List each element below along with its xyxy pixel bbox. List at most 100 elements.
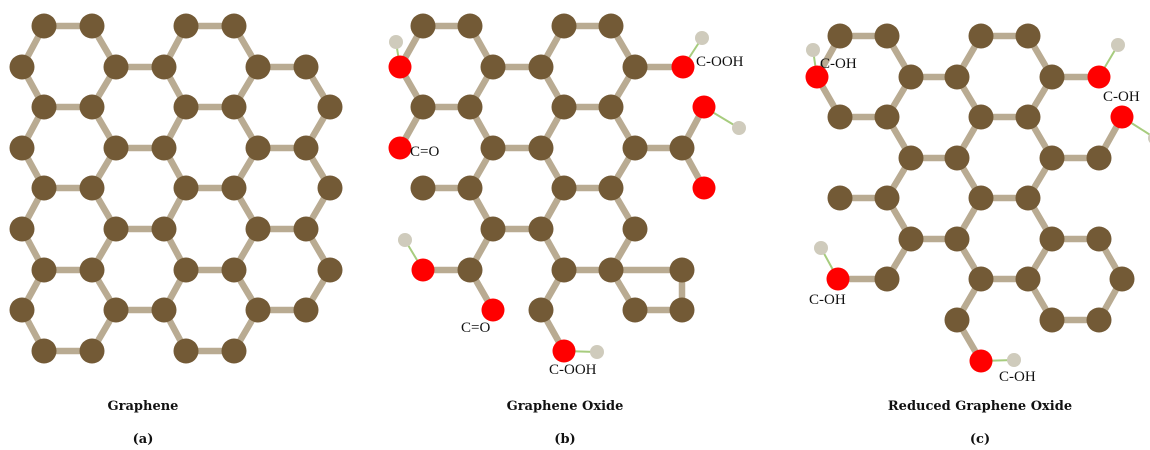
carbon-atom	[898, 226, 924, 252]
carbon-atom	[103, 54, 129, 80]
carbon-atom	[598, 175, 624, 201]
panel-graphene-oxide: C-OOH C=O C=O C-OOH Graphene Oxide (b)	[388, 13, 746, 447]
carbon-atom	[622, 216, 648, 242]
hydrogen-atom	[695, 31, 709, 45]
carbon-atom	[79, 257, 105, 283]
carbon-atom	[103, 216, 129, 242]
carbon-atom	[528, 54, 554, 80]
panel-reduced-graphene-oxide-letter: (c)	[970, 432, 990, 447]
carbon-atom	[79, 13, 105, 39]
carbon-atom	[9, 135, 35, 161]
hydrogen-atom	[1007, 353, 1021, 367]
carbon-atom	[669, 257, 695, 283]
carbon-atom	[293, 135, 319, 161]
carbon-atom	[598, 257, 624, 283]
carbon-atom	[968, 104, 994, 130]
carbon-atom	[1086, 226, 1112, 252]
carbon-atom	[245, 297, 271, 323]
carbon-atom	[669, 297, 695, 323]
carbon-atom	[245, 135, 271, 161]
carbon-atom	[457, 175, 483, 201]
carbon-atom	[1086, 145, 1112, 171]
carbon-atom	[1039, 226, 1065, 252]
hydrogen-atom	[732, 121, 746, 135]
carbon-atom	[221, 175, 247, 201]
carbon-atom	[968, 266, 994, 292]
oxygen-atom	[552, 339, 576, 363]
carbon-atom	[410, 175, 436, 201]
carbon-atom	[317, 257, 343, 283]
carbon-atom	[551, 257, 577, 283]
hydrogen-atom	[1111, 38, 1125, 52]
carbon-atom	[31, 257, 57, 283]
carbon-atom	[103, 297, 129, 323]
carbon-atom	[31, 94, 57, 120]
carbon-atom	[551, 94, 577, 120]
panel-graphene-atoms	[9, 13, 343, 364]
carbon-atom	[827, 23, 853, 49]
carbon-atom	[827, 185, 853, 211]
carbon-atom	[293, 216, 319, 242]
carbon-atom	[151, 54, 177, 80]
oxygen-atom	[481, 298, 505, 322]
carbon-atom	[480, 54, 506, 80]
carbon-atom	[827, 104, 853, 130]
carbon-atom	[622, 135, 648, 161]
oxygen-atom	[388, 55, 412, 79]
label-c-oh-top-right: C-OH	[1103, 89, 1140, 105]
panel-reduced-graphene-oxide: C-OH C-OH C-OH C-OH Reduced Graphene Oxi…	[805, 23, 1150, 447]
carbon-atom	[221, 257, 247, 283]
panel-reduced-graphene-oxide-atoms	[805, 23, 1150, 373]
carbon-atom	[221, 338, 247, 364]
carbon-atom	[457, 257, 483, 283]
panel-graphene-oxide-atoms	[388, 13, 746, 363]
carbon-atom	[528, 216, 554, 242]
carbon-atom	[410, 94, 436, 120]
carbon-atom	[173, 175, 199, 201]
carbon-atom	[1039, 145, 1065, 171]
carbon-atom	[9, 297, 35, 323]
oxygen-atom	[1110, 105, 1134, 129]
carbon-atom	[551, 175, 577, 201]
carbon-atom	[944, 64, 970, 90]
carbon-atom	[9, 54, 35, 80]
carbon-atom	[1015, 185, 1041, 211]
carbon-atom	[944, 145, 970, 171]
carbon-atom	[293, 297, 319, 323]
carbon-atom	[245, 54, 271, 80]
carbon-atom	[245, 216, 271, 242]
carbon-atom	[1015, 104, 1041, 130]
carbon-atom	[528, 297, 554, 323]
panel-graphene-letter: (a)	[133, 432, 154, 447]
carbon-atom	[221, 94, 247, 120]
carbon-atom	[457, 94, 483, 120]
carbon-atom	[598, 94, 624, 120]
carbon-atom	[31, 338, 57, 364]
carbon-atom	[151, 135, 177, 161]
carbon-atom	[528, 135, 554, 161]
carbon-atom	[317, 94, 343, 120]
label-c-o-bottom: C=O	[461, 320, 490, 336]
oxygen-atom	[692, 176, 716, 200]
carbon-atom	[173, 94, 199, 120]
carbon-atom	[598, 13, 624, 39]
label-c-oh-bottom-left: C-OH	[809, 292, 846, 308]
carbon-atom	[1086, 307, 1112, 333]
carbon-atom	[480, 135, 506, 161]
carbon-atom	[1039, 64, 1065, 90]
carbon-atom	[622, 54, 648, 80]
label-c-ooh-top: C-OOH	[696, 54, 744, 70]
carbon-atom	[898, 64, 924, 90]
carbon-atom	[874, 266, 900, 292]
carbon-atom	[151, 216, 177, 242]
carbon-atom	[31, 13, 57, 39]
panel-graphene-title: Graphene	[108, 399, 179, 414]
oxygen-atom	[826, 267, 850, 291]
carbon-atom	[1015, 23, 1041, 49]
carbon-atom	[103, 135, 129, 161]
carbon-atom	[31, 175, 57, 201]
panel-graphene-oxide-title: Graphene Oxide	[507, 399, 624, 414]
carbon-atom	[410, 13, 436, 39]
carbon-atom	[898, 145, 924, 171]
